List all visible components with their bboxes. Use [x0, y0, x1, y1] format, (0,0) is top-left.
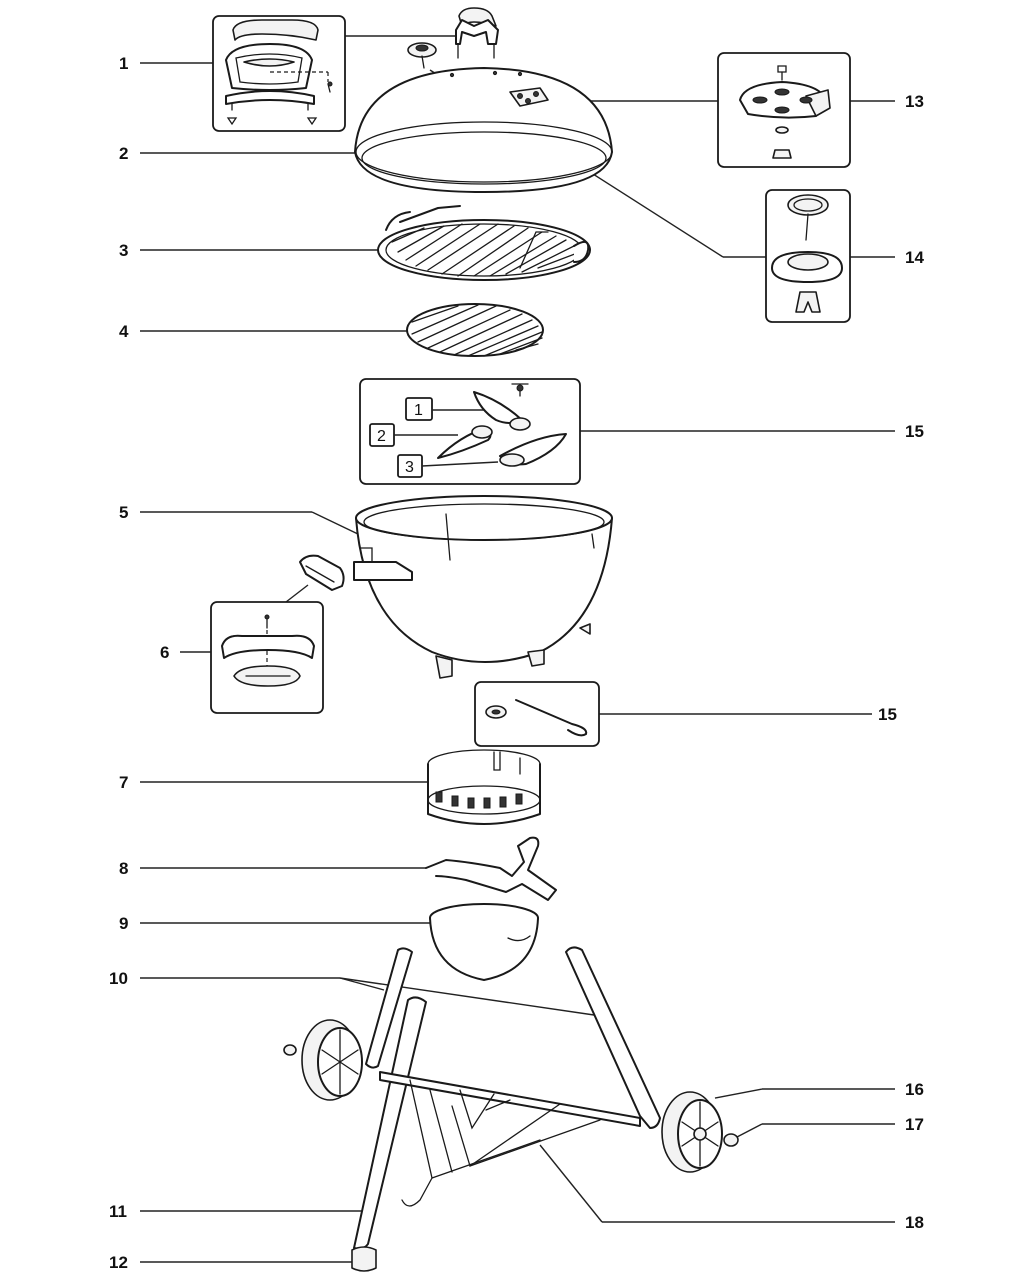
- callout-17: 17: [905, 1115, 924, 1134]
- callout-12: 12: [109, 1253, 128, 1272]
- sub-item-1: 1: [414, 402, 423, 419]
- ash-pan: [429, 903, 539, 981]
- callout-13: 13: [905, 92, 924, 111]
- callout-6: 6: [160, 643, 169, 662]
- bowl-side-handle: [299, 554, 345, 591]
- leader-lines: [140, 35, 895, 1263]
- callout-2: 2: [119, 144, 128, 163]
- thermometer-detail-box: [765, 189, 851, 323]
- sub-item-2: 2: [377, 428, 386, 445]
- callout-8: 8: [119, 859, 128, 878]
- callout-5: 5: [119, 503, 128, 522]
- damper-detail-box: 1 2 3: [359, 378, 581, 485]
- charcoal-ring: [427, 749, 541, 825]
- lid-handle-detail-box: [212, 15, 346, 132]
- callout-4: 4: [119, 322, 129, 341]
- callout-numbers: 1 2 3 4 5 6 7 8 9 10 11 12 13 14 15 15 1…: [109, 54, 924, 1272]
- cooking-grate: [377, 205, 591, 281]
- lid-thermometer: [407, 42, 437, 69]
- wire-support: [425, 836, 557, 901]
- callout-18: 18: [905, 1213, 924, 1232]
- side-handle-detail-box: [210, 601, 324, 714]
- callout-11: 11: [109, 1202, 127, 1221]
- axle-cap: [723, 1133, 739, 1147]
- charcoal-grate: [406, 303, 544, 357]
- base-frame: [379, 1071, 641, 1207]
- callout-16: 16: [905, 1080, 924, 1099]
- left-wheel: [283, 1019, 363, 1101]
- kettle-bowl: [353, 495, 613, 679]
- callout-15-top: 15: [905, 422, 924, 441]
- right-wheel: [661, 1091, 723, 1173]
- leg-cap: [351, 1246, 377, 1272]
- callout-3: 3: [119, 241, 128, 260]
- ash-sweep-detail-box: [474, 681, 600, 747]
- callout-14: 14: [905, 248, 924, 267]
- lid-handle: [455, 7, 499, 59]
- lid-vent-detail-box: [717, 52, 851, 168]
- callout-15-bottom: 15: [878, 705, 897, 724]
- callout-10: 10: [109, 969, 128, 988]
- lid-dome: [354, 67, 613, 193]
- callout-7: 7: [119, 773, 128, 792]
- callout-9: 9: [119, 914, 128, 933]
- callout-1: 1: [119, 54, 128, 73]
- sub-item-3: 3: [405, 459, 414, 476]
